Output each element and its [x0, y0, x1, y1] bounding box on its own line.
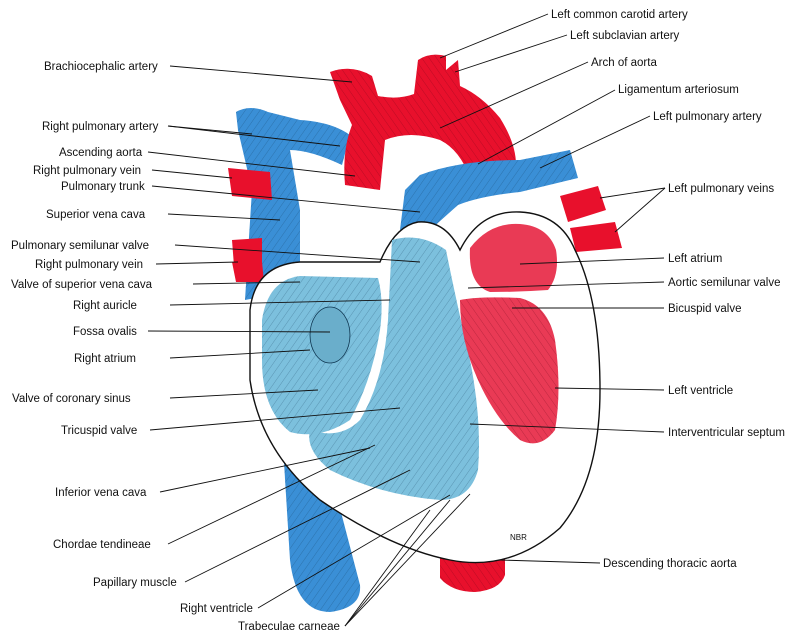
label-superior-vena-cava: Superior vena cava: [46, 209, 146, 221]
label-ligamentum: Ligamentum arteriosum: [618, 84, 739, 96]
label-right-pulmonary-artery: Right pulmonary artery: [42, 121, 159, 133]
label-left-ventricle: Left ventricle: [668, 385, 733, 397]
label-papillary-muscle: Papillary muscle: [93, 577, 177, 589]
label-descending-thoracic-aorta: Descending thoracic aorta: [603, 558, 737, 570]
label-inferior-vena-cava: Inferior vena cava: [55, 487, 147, 499]
label-right-pulmonary-vein-2: Right pulmonary vein: [35, 259, 143, 271]
label-chordae-tendineae: Chordae tendineae: [53, 539, 151, 551]
signature-text: NBR: [510, 533, 527, 542]
label-aortic-semilunar-valve: Aortic semilunar valve: [668, 277, 780, 289]
label-ascending-aorta: Ascending aorta: [59, 147, 143, 159]
label-left-pulmonary-artery: Left pulmonary artery: [653, 111, 762, 123]
label-tricuspid-valve: Tricuspid valve: [61, 425, 137, 437]
label-valve-superior-vena-cava: Valve of superior vena cava: [11, 279, 153, 291]
label-pulmonary-trunk: Pulmonary trunk: [61, 181, 145, 193]
label-arch-of-aorta: Arch of aorta: [591, 57, 657, 69]
label-left-subclavian: Left subclavian artery: [570, 30, 680, 42]
label-brachiocephalic: Brachiocephalic artery: [44, 61, 158, 73]
label-left-atrium: Left atrium: [668, 253, 722, 265]
label-valve-coronary-sinus: Valve of coronary sinus: [12, 393, 131, 405]
label-pulmonary-semilunar-valve: Pulmonary semilunar valve: [11, 240, 149, 252]
label-left-pulmonary-veins: Left pulmonary veins: [668, 183, 774, 195]
label-bicuspid-valve: Bicuspid valve: [668, 303, 742, 315]
label-right-pulmonary-vein-1: Right pulmonary vein: [33, 165, 141, 177]
label-left-common-carotid: Left common carotid artery: [551, 9, 688, 21]
label-interventricular-septum: Interventricular septum: [668, 427, 785, 439]
label-right-atrium: Right atrium: [74, 353, 136, 365]
label-right-ventricle: Right ventricle: [180, 603, 253, 615]
label-fossa-ovalis: Fossa ovalis: [73, 326, 137, 338]
label-right-auricle: Right auricle: [73, 300, 137, 312]
label-trabeculae-carneae: Trabeculae carneae: [238, 621, 340, 633]
